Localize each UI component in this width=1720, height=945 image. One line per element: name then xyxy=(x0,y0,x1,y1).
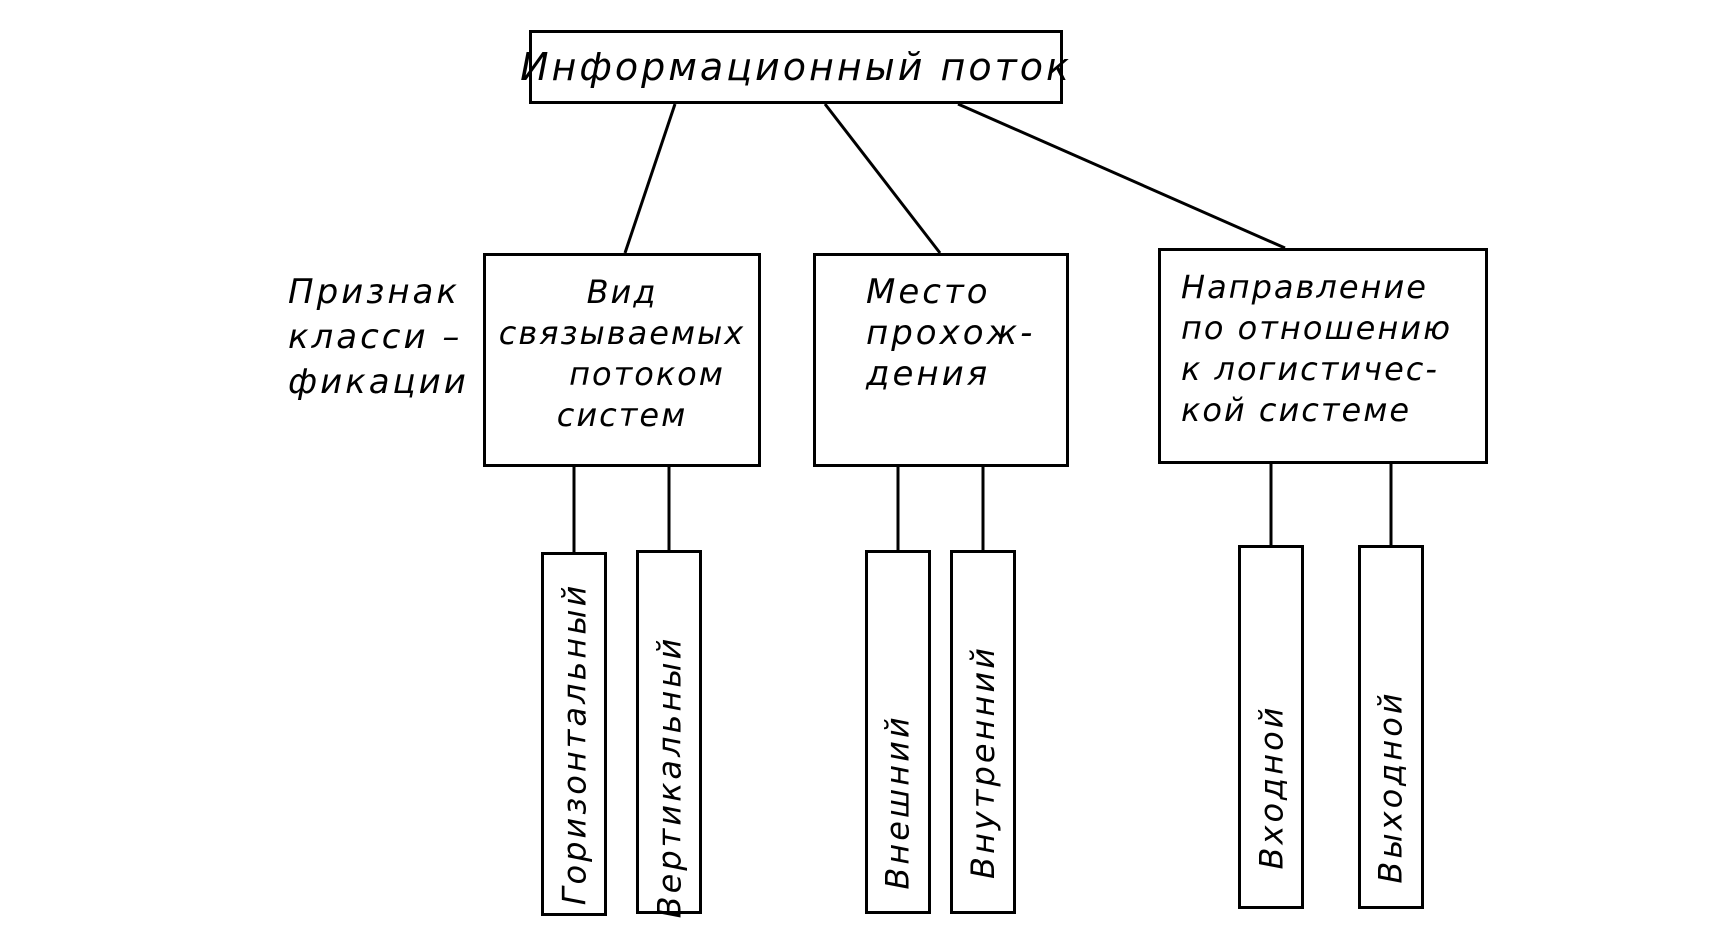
category-line: Направление xyxy=(1181,268,1428,306)
leaf-node-input: Входной xyxy=(1238,545,1304,909)
root-node: Информационный поток xyxy=(520,30,1069,104)
classification-label-line: Признак xyxy=(288,272,460,312)
leaf-node-internal: Внутренний xyxy=(950,550,1016,914)
leaf-label: Входной xyxy=(1252,704,1291,870)
category-line: Вид xyxy=(586,273,658,311)
category-line: прохож- xyxy=(866,313,1036,353)
leaf-label: Внешний xyxy=(879,714,918,890)
classification-label: Признак класси – фикации xyxy=(288,270,469,405)
category-line: потоком xyxy=(569,355,725,393)
category-line: систем xyxy=(556,396,688,434)
category-line: кой системе xyxy=(1181,391,1412,429)
leaf-node-output: Выходной xyxy=(1358,545,1424,909)
category-line: связываемых xyxy=(498,314,746,352)
category-line: к логистичес- xyxy=(1181,350,1439,388)
root-label: Информационный поток xyxy=(520,44,1072,89)
category-line: дения xyxy=(866,354,991,394)
leaf-label: Вертикальный xyxy=(650,635,688,919)
leaf-label: Горизонтальный xyxy=(555,582,594,906)
category-node-direction: Направление по отношению к логистичес- к… xyxy=(1158,248,1488,464)
classification-label-line: фикации xyxy=(288,362,469,402)
classification-label-line: класси – xyxy=(288,317,463,357)
edge-root-to-category-1 xyxy=(623,103,677,254)
category-line: Место xyxy=(866,272,991,312)
leaf-label: Выходной xyxy=(1372,690,1410,884)
leaf-node-vertical: Вертикальный xyxy=(636,550,702,918)
leaf-label: Внутренний xyxy=(964,645,1003,879)
leaf-node-horizontal: Горизонтальный xyxy=(541,552,607,916)
leaf-node-external: Внешний xyxy=(865,550,931,914)
edge-root-to-category-3 xyxy=(957,102,1286,250)
category-node-system-type: Вид связываемых потоком систем xyxy=(483,253,761,467)
category-node-place: Место прохож- дения xyxy=(813,253,1069,467)
edge-root-to-category-2 xyxy=(823,103,942,254)
category-line: по отношению xyxy=(1181,309,1453,347)
